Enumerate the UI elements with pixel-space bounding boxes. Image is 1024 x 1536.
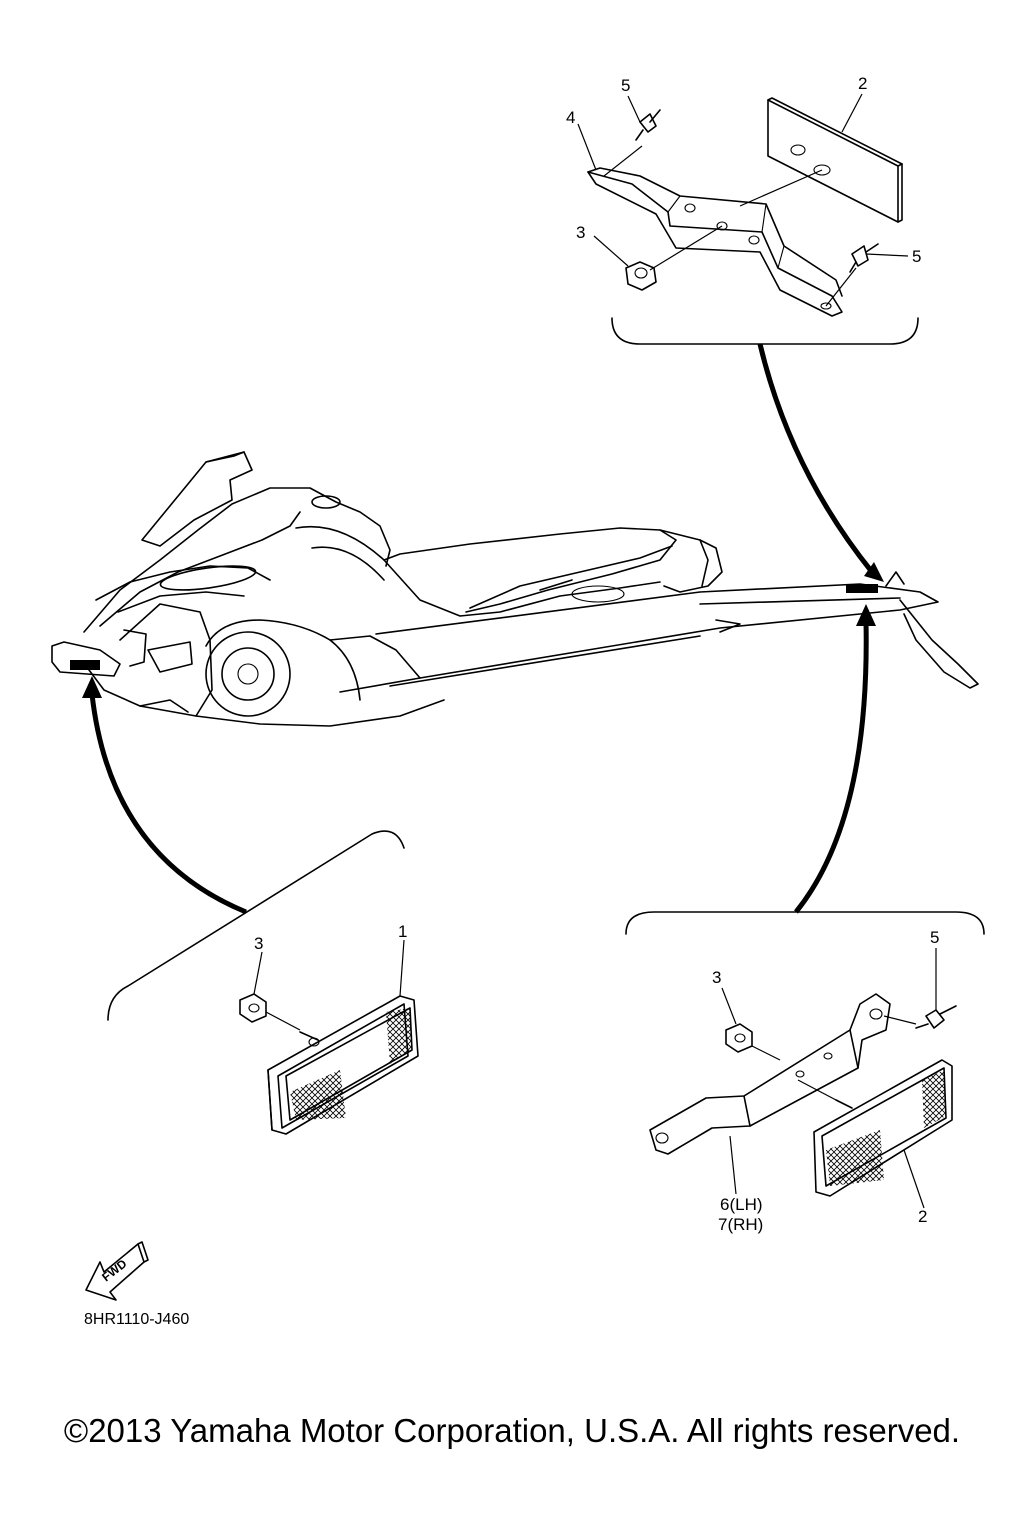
label-5-top-upper: 5 [621,76,630,95]
copyright-notice: ©2013 Yamaha Motor Corporation, U.S.A. A… [63,1412,961,1449]
right-callout: 5 3 6(LH) 7(RH) 2 [625,911,985,1234]
callout-arrow-top [757,343,874,574]
rivet-5-lower [849,243,879,273]
label-2-top: 2 [858,74,867,93]
nut-3-left [239,993,267,1023]
diagram-code: 8HR1110-J460 [84,1311,190,1328]
rivet-5-right [915,1005,957,1029]
nut-3-top [625,261,657,291]
right-callout-frame [625,911,985,935]
label-3-top: 3 [576,223,585,242]
label-7-rh: 7(RH) [718,1215,763,1234]
reflector-2-right [813,1059,953,1197]
label-3-left: 3 [254,934,263,953]
label-1-left: 1 [398,922,407,941]
label-6-lh: 6(LH) [720,1195,763,1214]
reflector-1 [267,995,419,1135]
callout-arrow-left [89,693,247,915]
nut-3-right [725,1023,753,1053]
callout-arrow-right [794,621,869,914]
snowmobile-body [51,451,979,727]
left-callout-frame [107,830,405,1021]
side-bracket-6-7 [649,993,891,1155]
top-callout: 5 2 4 3 5 [566,74,921,345]
top-callout-frame [611,317,919,345]
reflector-plate-2 [767,97,903,223]
label-4-top: 4 [566,108,575,127]
rivet-5-upper [635,109,661,141]
label-2-right: 2 [918,1207,927,1226]
left-callout: 3 1 [107,830,419,1135]
fwd-label: FWD [99,1256,129,1284]
label-5-right: 5 [930,928,939,947]
rear-bracket-4 [587,167,843,317]
fwd-arrow-icon: FWD [85,1241,149,1301]
rear-reflector-mark [846,584,878,593]
label-3-right: 3 [712,968,721,987]
front-reflector-mark [70,660,100,670]
label-5-top-lower: 5 [912,247,921,266]
